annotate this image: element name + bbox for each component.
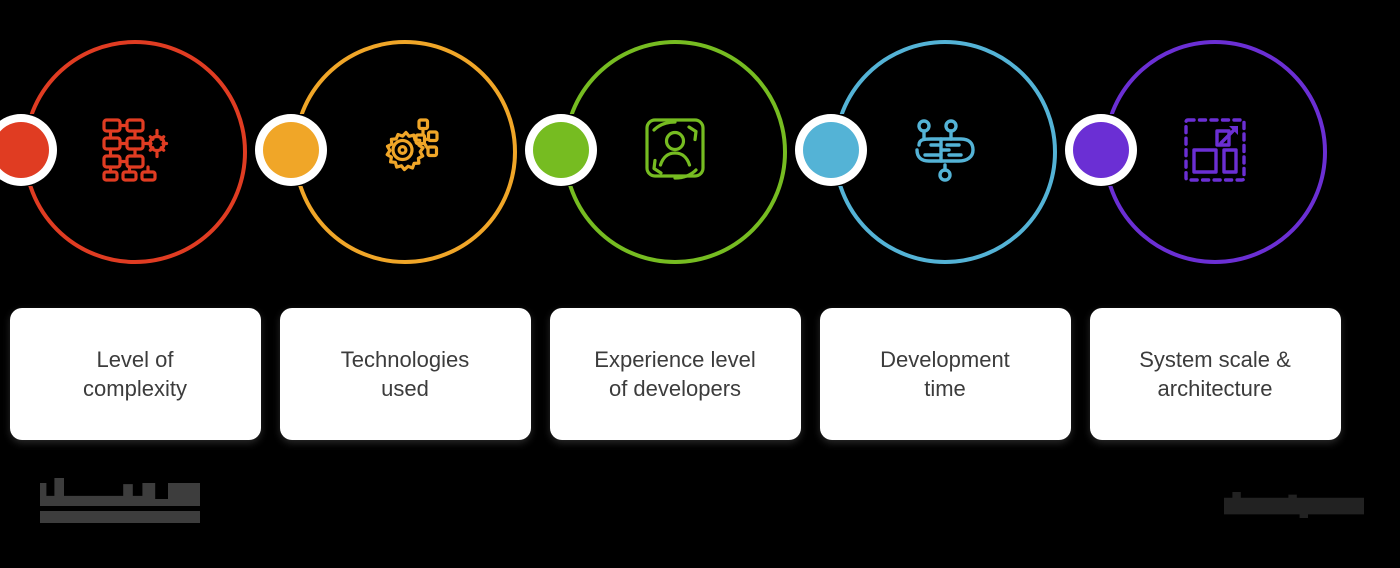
card-cell: Experience level of developers [540,308,810,440]
brand-logo-left-divider [40,508,200,511]
steps-icon-row [0,0,1350,300]
step-card-label: Technologies used [340,346,470,401]
step-card-label: System scale & architecture [1139,346,1291,401]
developer-skill-badge-icon [641,117,709,183]
step-marker-dot[interactable] [1073,122,1129,178]
complexity-flowchart-icon [101,117,169,183]
step-marker-dot[interactable] [263,122,319,178]
step-card-technologies-used[interactable]: Technologies used [279,308,531,440]
brand-logo-right[interactable] [1224,492,1370,526]
step-marker-dot[interactable] [0,122,49,178]
step-card-system-scale-architecture[interactable]: System scale & architecture [1089,308,1341,440]
brand-logo-left[interactable] [40,478,204,526]
step-card-level-of-complexity[interactable]: Level of complexity [9,308,261,440]
architecture-blueprint-icon [1181,117,1249,183]
card-cell: Development time [810,308,1080,440]
step-card-experience-level-of-developers[interactable]: Experience level of developers [549,308,801,440]
step-card-label: Level of complexity [83,346,187,401]
step-ring-technologies-used[interactable] [255,0,540,300]
brand-logo-left-tagline [40,511,200,523]
timeline-network-icon [911,117,979,183]
step-ring-level-of-complexity[interactable] [0,0,270,300]
card-cell: System scale & architecture [1080,308,1350,440]
step-ring-development-time[interactable] [795,0,1080,300]
card-cell: Technologies used [270,308,540,440]
step-card-development-time[interactable]: Development time [819,308,1071,440]
card-cell: Level of complexity [0,308,270,440]
step-marker-dot[interactable] [533,122,589,178]
steps-label-row: Level of complexity Technologies used Ex… [0,308,1400,448]
step-marker-dot[interactable] [803,122,859,178]
brand-logo-left-wordmark [40,478,200,506]
step-ring-experience-level-of-developers[interactable] [525,0,810,300]
step-ring-system-scale-architecture[interactable] [1065,0,1350,300]
gear-technology-icon [371,117,439,183]
brand-logo-right-wordmark [1224,492,1364,518]
step-card-label: Experience level of developers [594,346,756,401]
step-card-label: Development time [880,346,1010,401]
